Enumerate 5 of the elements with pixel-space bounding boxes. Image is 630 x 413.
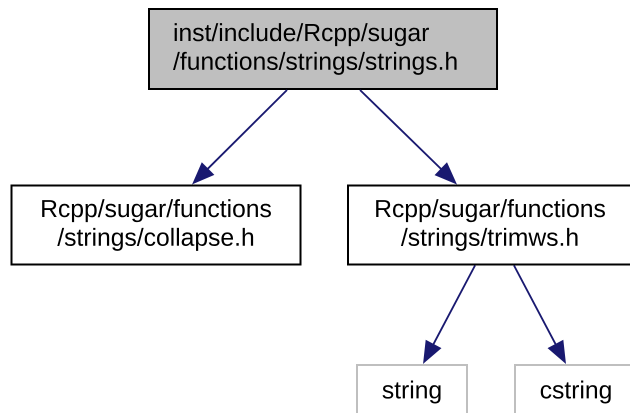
file-box: inst/include/Rcpp/sugar /functions/strings/strings.h: [148, 8, 498, 90]
file-box: cstring: [514, 364, 630, 413]
file-box: string: [356, 364, 468, 413]
file-box: Rcpp/sugar/functions /strings/trimws.h: [347, 184, 630, 266]
file-box: Rcpp/sugar/functions /strings/collapse.h: [10, 184, 302, 266]
